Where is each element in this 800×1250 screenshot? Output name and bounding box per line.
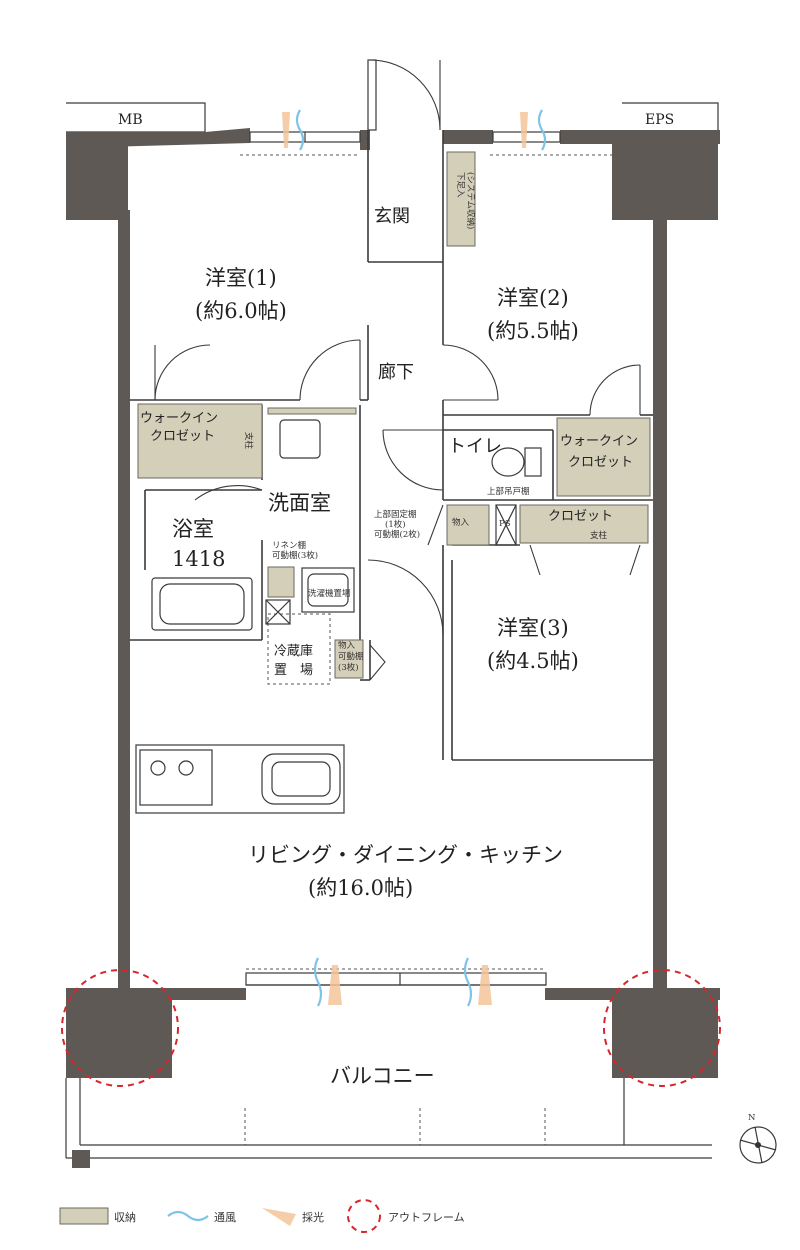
bath-size: 1418: [172, 547, 225, 571]
wic1-storage: [137, 403, 263, 479]
store2-storage: [334, 639, 364, 679]
interior-doors: [154, 339, 641, 681]
balcony: [65, 1078, 712, 1168]
room1-size: (約6.0帖): [195, 299, 287, 323]
legend-ventilation: 通風: [214, 1211, 236, 1224]
wic2-line1: ウォークイン: [560, 434, 638, 449]
room3-size: (約4.5帖): [487, 649, 579, 673]
shelf-line1: 上部固定棚: [374, 509, 417, 520]
balcony-label: バルコニー: [330, 1064, 435, 1088]
wic1-line2: クロゼット: [150, 429, 215, 444]
outframe-markers: [61, 969, 721, 1087]
store2-line1: 物入: [338, 640, 356, 651]
ps-label: PS: [499, 519, 511, 529]
wash-shelf: [267, 407, 357, 415]
ldk-name: リビング・ダイニング・キッチン: [248, 843, 563, 867]
legend-daylight-mark: [262, 1208, 296, 1226]
upper-cabinet-label: 上部吊戸棚: [487, 486, 530, 497]
toilet-label: トイレ: [448, 436, 502, 457]
mb-tag: MB: [66, 102, 206, 133]
legend-ventilation-mark: [167, 1210, 209, 1222]
ldk-size: (約16.0帖): [308, 876, 413, 900]
wic1-line1: ウォークイン: [140, 411, 218, 426]
hallway-label: 廊下: [378, 362, 414, 383]
closet-storage: [519, 504, 649, 544]
shelf-line2: (1枚): [385, 519, 406, 530]
pillar1-label: 支柱: [243, 432, 254, 450]
room2-name: 洋室(2): [497, 286, 569, 310]
pillar2-label: 支柱: [590, 530, 608, 541]
eps-label: EPS: [645, 112, 674, 128]
linen-line1: リネン棚: [272, 540, 306, 551]
structural-walls: [66, 128, 720, 1078]
fridge-line1: 冷蔵庫: [274, 644, 313, 659]
small-storage: [446, 504, 490, 546]
closet-label: クロゼット: [548, 509, 613, 524]
legend: 収納 通風 採光 アウトフレーム: [59, 1199, 465, 1233]
entrance-door: [367, 59, 441, 131]
washer-label: 洗濯機置場: [308, 588, 351, 599]
fridge-line2: 置 場: [274, 663, 313, 678]
bath-name: 浴室: [172, 517, 214, 541]
ldk-window: [245, 968, 547, 986]
shoe-storage: [446, 151, 476, 247]
fixtures: [135, 419, 542, 814]
legend-storage: 収納: [114, 1211, 136, 1224]
linen-storage: [267, 566, 295, 598]
shoe-line1: 下足入: [455, 172, 465, 198]
eps-tag: EPS: [622, 102, 719, 132]
room2-size: (約5.5帖): [487, 319, 579, 343]
room1-name: 洋室(1): [205, 266, 277, 290]
mb-label: MB: [118, 112, 143, 128]
compass: N: [739, 1113, 777, 1164]
store2-line2: 可動棚: [338, 651, 364, 662]
small-storage-label: 物入: [452, 517, 470, 528]
store2-line3: (3枚): [338, 662, 359, 673]
wic2-line2: クロゼット: [568, 455, 633, 470]
wic2-storage: [556, 417, 651, 497]
storage-areas: [137, 151, 651, 679]
entrance-label: 玄関: [374, 206, 410, 227]
airflow-light-marks: [282, 109, 547, 1007]
north-label: N: [748, 1113, 756, 1123]
room3-name: 洋室(3): [497, 616, 569, 640]
legend-storage-swatch: [59, 1207, 109, 1225]
shoe-line2: (システム収納): [465, 172, 476, 229]
legend-daylight: 採光: [302, 1210, 324, 1224]
shelf-line3: 可動棚(2枚): [374, 529, 420, 540]
linen-line2: 可動棚(3枚): [272, 550, 318, 561]
top-windows: [240, 131, 612, 156]
legend-outframe: アウトフレーム: [388, 1211, 465, 1224]
washroom-label: 洗面室: [268, 491, 331, 515]
legend-outframe-mark: [347, 1199, 381, 1233]
